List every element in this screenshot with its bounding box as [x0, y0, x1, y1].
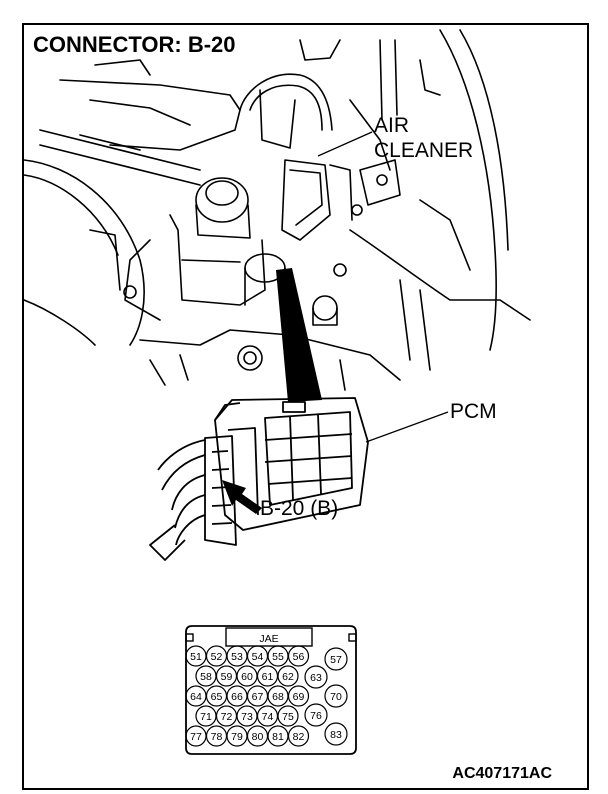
pin-55-label: 55 — [272, 651, 284, 663]
pin-66-label: 66 — [231, 691, 243, 703]
pin-69-label: 69 — [293, 691, 305, 703]
pin-56-circle — [287, 645, 310, 667]
pin-72-label: 72 — [221, 711, 233, 723]
connector-type-box — [225, 627, 313, 647]
pin-79-label: 79 — [231, 731, 243, 743]
pin-83-circle — [324, 722, 348, 746]
pin-62-label: 62 — [282, 671, 294, 683]
pin-82-circle — [287, 725, 310, 747]
pin-81-label: 81 — [272, 731, 284, 743]
pin-68-label: 68 — [272, 691, 284, 703]
pin-80-label: 80 — [252, 731, 264, 743]
pcm-label: PCM — [450, 400, 497, 423]
pin-75-circle — [277, 705, 299, 727]
connector-arrow — [222, 480, 262, 514]
pin-82-label: 82 — [293, 731, 305, 743]
air-cleaner-label-line1: AIR — [374, 114, 409, 137]
pin-58-label: 58 — [200, 671, 212, 683]
pin-60-label: 60 — [241, 671, 253, 683]
pin-57-label: 57 — [330, 654, 342, 666]
pin-59-label: 59 — [221, 671, 233, 683]
connector-face-outline — [185, 625, 357, 755]
connector-tab-right — [348, 633, 357, 642]
engine-bay-illustration — [23, 29, 531, 391]
leader-lines — [317, 131, 449, 443]
pin-78-label: 78 — [211, 731, 223, 743]
pin-76-circle — [304, 703, 328, 727]
pin-53-label: 53 — [231, 651, 243, 663]
pin-61-label: 61 — [262, 671, 274, 683]
pin-57-circle — [324, 647, 348, 671]
pin-62-circle — [277, 665, 299, 687]
pin-67-label: 67 — [252, 691, 264, 703]
pin-51-label: 51 — [190, 651, 202, 663]
pin-63-circle — [304, 665, 328, 689]
diagram-title: CONNECTOR: B-20 — [33, 32, 236, 57]
pin-73-label: 73 — [241, 711, 253, 723]
connector-tab-left — [185, 633, 194, 642]
pin-77-label: 77 — [190, 731, 202, 743]
pin-grid: 51 52 53 54 55 56 58 59 60 61 62 64 65 66 67 68 69 71 72 73… — [185, 645, 348, 747]
connector-face: JAE 51 52 53 54 55 56 58 59 60 61 62 64 65 66 67 68 69 71… — [185, 625, 357, 755]
pin-64-label: 64 — [190, 691, 202, 703]
pin-56-label: 56 — [293, 651, 305, 663]
pcm-unit — [149, 397, 369, 561]
air-cleaner-label-line2: CLEANER — [374, 139, 473, 162]
pin-71-label: 71 — [200, 711, 212, 723]
pin-75-label: 75 — [282, 711, 294, 723]
pin-52-label: 52 — [211, 651, 223, 663]
pin-63-label: 63 — [310, 672, 322, 684]
pin-76-label: 76 — [310, 710, 322, 722]
pin-69-circle — [287, 685, 310, 707]
pin-83-label: 83 — [330, 729, 342, 741]
pin-74-label: 74 — [262, 711, 274, 723]
connector-b20-label: B-20 (B) — [260, 497, 338, 520]
pin-65-label: 65 — [211, 691, 223, 703]
pin-54-label: 54 — [252, 651, 264, 663]
pin-70-label: 70 — [330, 691, 342, 703]
figure-code: AC407171AC — [452, 765, 552, 782]
diagram-border — [22, 23, 589, 790]
pin-70-circle — [324, 684, 348, 708]
connector-type-label: JAE — [259, 633, 278, 645]
location-pointer — [276, 268, 322, 402]
